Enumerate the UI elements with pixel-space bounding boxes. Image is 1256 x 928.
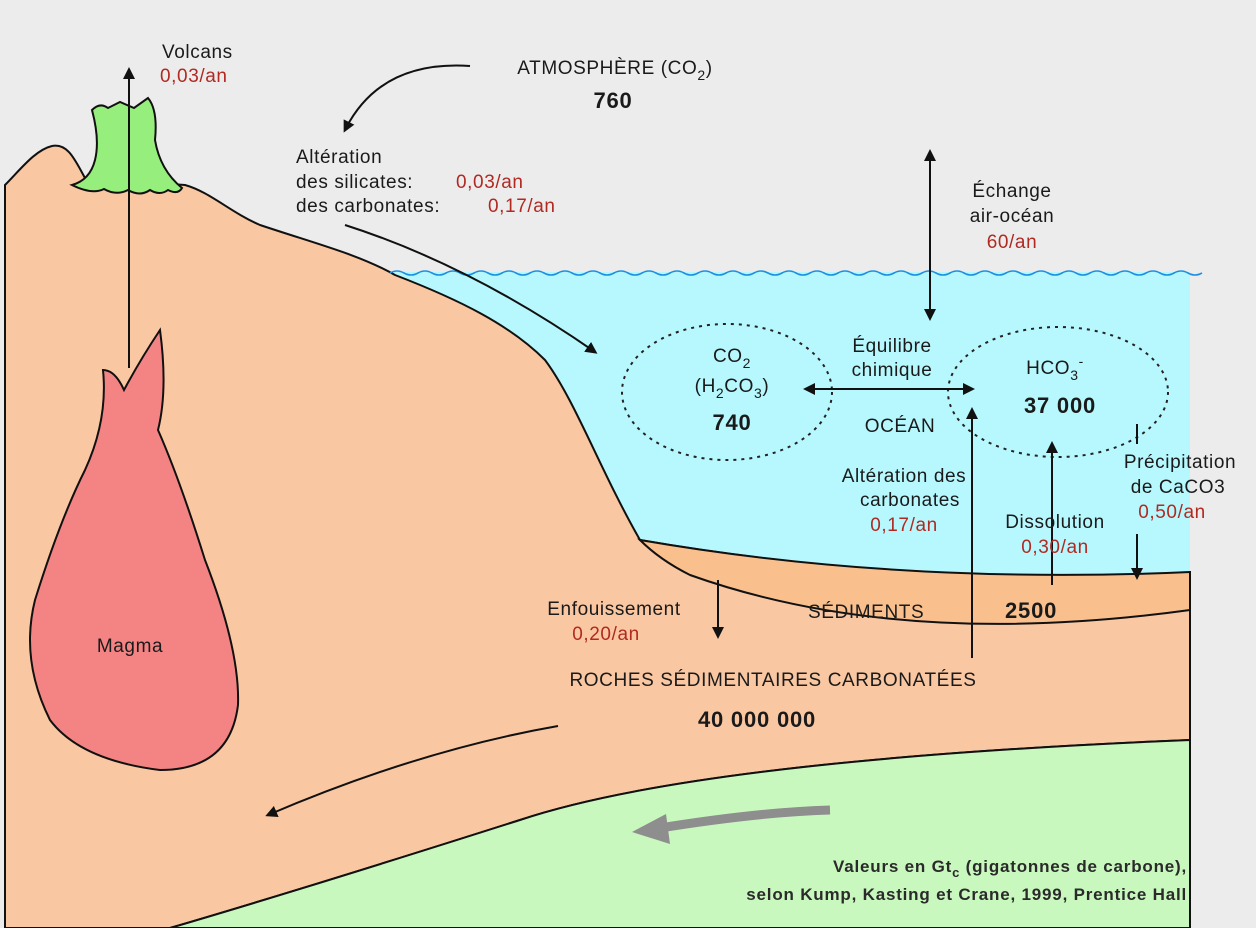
equilibrium-label-1: Équilibre [852,336,931,357]
carbonate-rocks-label: ROCHES SÉDIMENTAIRES CARBONATÉES [569,670,976,691]
ocean-label: OCÉAN [865,416,936,437]
carbonate-rocks-value: 40 000 000 [698,707,816,732]
equilibrium-label-2: chimique [852,360,933,381]
carbonate-weathering-label-2: carbonates [860,490,960,511]
silicates-weathering-label: des silicates: [296,172,413,193]
carbonate-weathering-label-1: Altération des [842,466,967,487]
precipitation-label-1: Précipitation [1124,452,1236,473]
sediments-value: 2500 [1005,598,1057,623]
volcans-label: Volcans [162,42,233,63]
sediments-label: SÉDIMENTS [808,602,924,623]
dissolution-value: 0,30/an [1021,537,1089,558]
precipitation-label-2: de CaCO3 [1131,477,1226,498]
silicates-weathering-value: 0,03/an [456,172,524,193]
carbonate-weathering-value: 0,17/an [870,515,938,536]
exchange-label-1: Échange [972,181,1051,202]
atmosphere-value: 760 [593,88,632,113]
source-note-line-2: selon Kump, Kasting et Crane, 1999, Pren… [746,885,1187,904]
precipitation-value: 0,50/an [1138,502,1206,523]
bicarbonate-value: 37 000 [1024,393,1096,418]
burial-value: 0,20/an [572,624,640,645]
exchange-label-2: air-océan [970,206,1055,227]
dissolution-label: Dissolution [1005,512,1105,533]
carbonates-weathering-value: 0,17/an [488,196,556,217]
weathering-title: Altération [296,147,382,168]
co2-value: 740 [712,410,751,435]
volcans-value: 0,03/an [160,66,228,87]
magma-label: Magma [97,636,163,657]
carbonates-weathering-label: des carbonates: [296,196,440,217]
exchange-value: 60/an [987,232,1038,253]
burial-label: Enfouissement [547,599,681,620]
